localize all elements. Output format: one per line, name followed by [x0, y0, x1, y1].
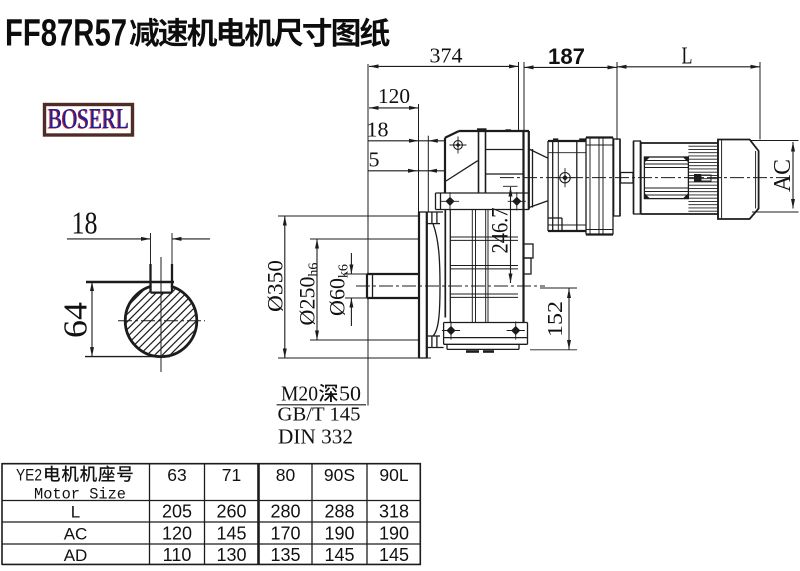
- svg-text:170: 170: [270, 524, 300, 544]
- svg-text:50: 50: [339, 382, 361, 406]
- svg-text:120: 120: [162, 524, 192, 544]
- svg-text:90S: 90S: [324, 465, 355, 485]
- svg-text:BOSERL: BOSERL: [48, 104, 129, 135]
- svg-text:M20: M20: [281, 382, 318, 406]
- svg-text:GB/T 145: GB/T 145: [278, 404, 361, 426]
- svg-text:187: 187: [548, 44, 585, 69]
- svg-text:130: 130: [216, 545, 246, 565]
- svg-text:205: 205: [162, 502, 192, 522]
- svg-text:18: 18: [367, 118, 389, 142]
- svg-text:AD: AD: [64, 546, 88, 565]
- svg-text:AC: AC: [770, 159, 796, 192]
- svg-text:135: 135: [270, 545, 300, 565]
- svg-text:318: 318: [379, 502, 409, 522]
- svg-text:260: 260: [216, 502, 246, 522]
- svg-text:71: 71: [222, 465, 241, 485]
- svg-text:BOSERL: BOSERL: [47, 105, 128, 136]
- svg-text:64: 64: [58, 302, 95, 338]
- svg-text:AC: AC: [64, 525, 88, 544]
- svg-text:288: 288: [324, 502, 354, 522]
- svg-text:190: 190: [379, 524, 409, 544]
- svg-text:FF87R57: FF87R57: [5, 13, 127, 55]
- svg-text:L: L: [71, 503, 80, 522]
- svg-text:120: 120: [378, 84, 410, 108]
- svg-text:63: 63: [167, 465, 186, 485]
- svg-text:190: 190: [324, 524, 354, 544]
- svg-text:246.7: 246.7: [488, 208, 513, 254]
- svg-text:145: 145: [324, 545, 354, 565]
- svg-text:Ø350: Ø350: [263, 260, 288, 312]
- svg-text:280: 280: [270, 502, 300, 522]
- svg-text:YE2: YE2: [16, 466, 42, 485]
- svg-text:DIN 332: DIN 332: [278, 425, 353, 449]
- svg-text:5: 5: [369, 148, 380, 172]
- svg-text:374: 374: [430, 44, 464, 68]
- svg-text:18: 18: [72, 205, 98, 241]
- svg-text:80: 80: [276, 465, 296, 485]
- svg-text:Motor Size: Motor Size: [34, 486, 126, 504]
- svg-text:145: 145: [379, 545, 409, 565]
- svg-text:90L: 90L: [379, 465, 408, 485]
- svg-text:152: 152: [543, 301, 567, 337]
- svg-text:145: 145: [216, 524, 246, 544]
- svg-text:110: 110: [163, 545, 192, 565]
- svg-text:L: L: [682, 44, 693, 70]
